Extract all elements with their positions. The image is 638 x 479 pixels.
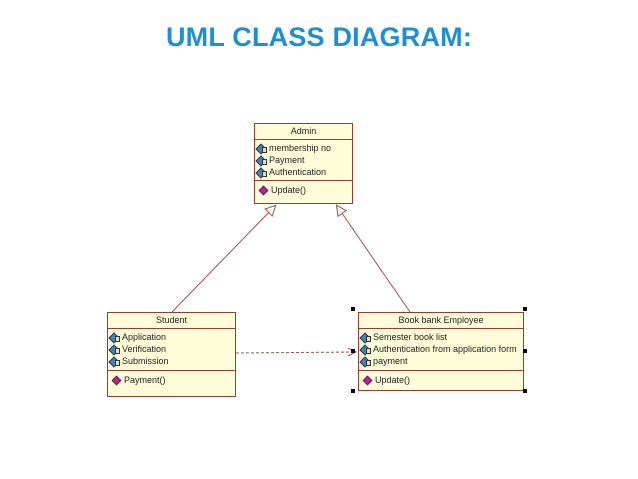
resize-handle-middle-right[interactable] xyxy=(523,349,527,353)
resize-handle-top-right[interactable] xyxy=(523,307,527,311)
operation-icon xyxy=(111,375,122,385)
attribute-icon xyxy=(361,333,372,342)
attribute-icon xyxy=(110,345,121,354)
attribute-label: payment xyxy=(373,356,408,366)
page-title: UML CLASS DIAGRAM: xyxy=(165,22,473,52)
operation-label: Update() xyxy=(271,185,307,195)
attribute-icon xyxy=(257,144,268,153)
attribute-compartment: Semester book list Authentication from a… xyxy=(359,329,523,371)
operation-compartment: Update() xyxy=(255,181,352,198)
class-name: Admin xyxy=(255,124,352,140)
attribute-row: membership no xyxy=(257,142,352,154)
operation-icon xyxy=(362,375,373,385)
attribute-icon xyxy=(257,156,268,165)
generalization-student-admin[interactable] xyxy=(171,206,275,313)
attribute-label: Authentication from application form xyxy=(373,344,517,354)
attribute-row: Semester book list xyxy=(361,331,523,343)
attribute-icon xyxy=(110,357,121,366)
attribute-row: payment xyxy=(361,355,523,367)
attribute-compartment: Application Verification Submission xyxy=(108,329,235,371)
attribute-label: membership no xyxy=(269,143,332,153)
attribute-label: Application xyxy=(122,332,167,342)
attribute-icon xyxy=(110,333,121,342)
attribute-row: Authentication from application form xyxy=(361,343,523,355)
attribute-row: Authentication xyxy=(257,166,352,178)
attribute-label: Payment xyxy=(269,155,305,165)
attribute-label: Submission xyxy=(122,356,169,366)
attribute-row: Application xyxy=(110,331,235,343)
dependency-student-employee[interactable] xyxy=(235,352,356,353)
operation-label: Payment() xyxy=(124,375,166,385)
class-name: Student xyxy=(108,313,235,329)
attribute-icon xyxy=(361,345,372,354)
attribute-icon xyxy=(257,168,268,177)
class-admin[interactable]: Admin membership no Payment Authenticati… xyxy=(254,123,353,204)
operation-compartment: Update() xyxy=(359,371,523,388)
resize-handle-top-left[interactable] xyxy=(351,307,355,311)
resize-handle-bottom-right[interactable] xyxy=(523,389,527,393)
attribute-label: Semester book list xyxy=(373,332,448,342)
operation-compartment: Payment() xyxy=(108,371,235,388)
attribute-icon xyxy=(361,357,372,366)
class-book-bank-employee[interactable]: Book bank Employee Semester book list Au… xyxy=(358,312,524,391)
generalization-employee-admin[interactable] xyxy=(337,206,411,313)
attribute-label: Verification xyxy=(122,344,167,354)
operation-row: Payment() xyxy=(111,374,235,386)
operation-icon xyxy=(258,185,269,195)
resize-handle-bottom-left[interactable] xyxy=(351,389,355,393)
attribute-compartment: membership no Payment Authentication xyxy=(255,140,352,181)
operation-label: Update() xyxy=(375,375,411,385)
attribute-label: Authentication xyxy=(269,167,327,177)
attribute-row: Payment xyxy=(257,154,352,166)
attribute-row: Submission xyxy=(110,355,235,367)
resize-handle-middle-left[interactable] xyxy=(351,349,355,353)
operation-row: Update() xyxy=(258,184,352,196)
class-name: Book bank Employee xyxy=(359,313,523,329)
attribute-row: Verification xyxy=(110,343,235,355)
class-student[interactable]: Student Application Verification Submiss… xyxy=(107,312,236,397)
operation-row: Update() xyxy=(362,374,523,386)
